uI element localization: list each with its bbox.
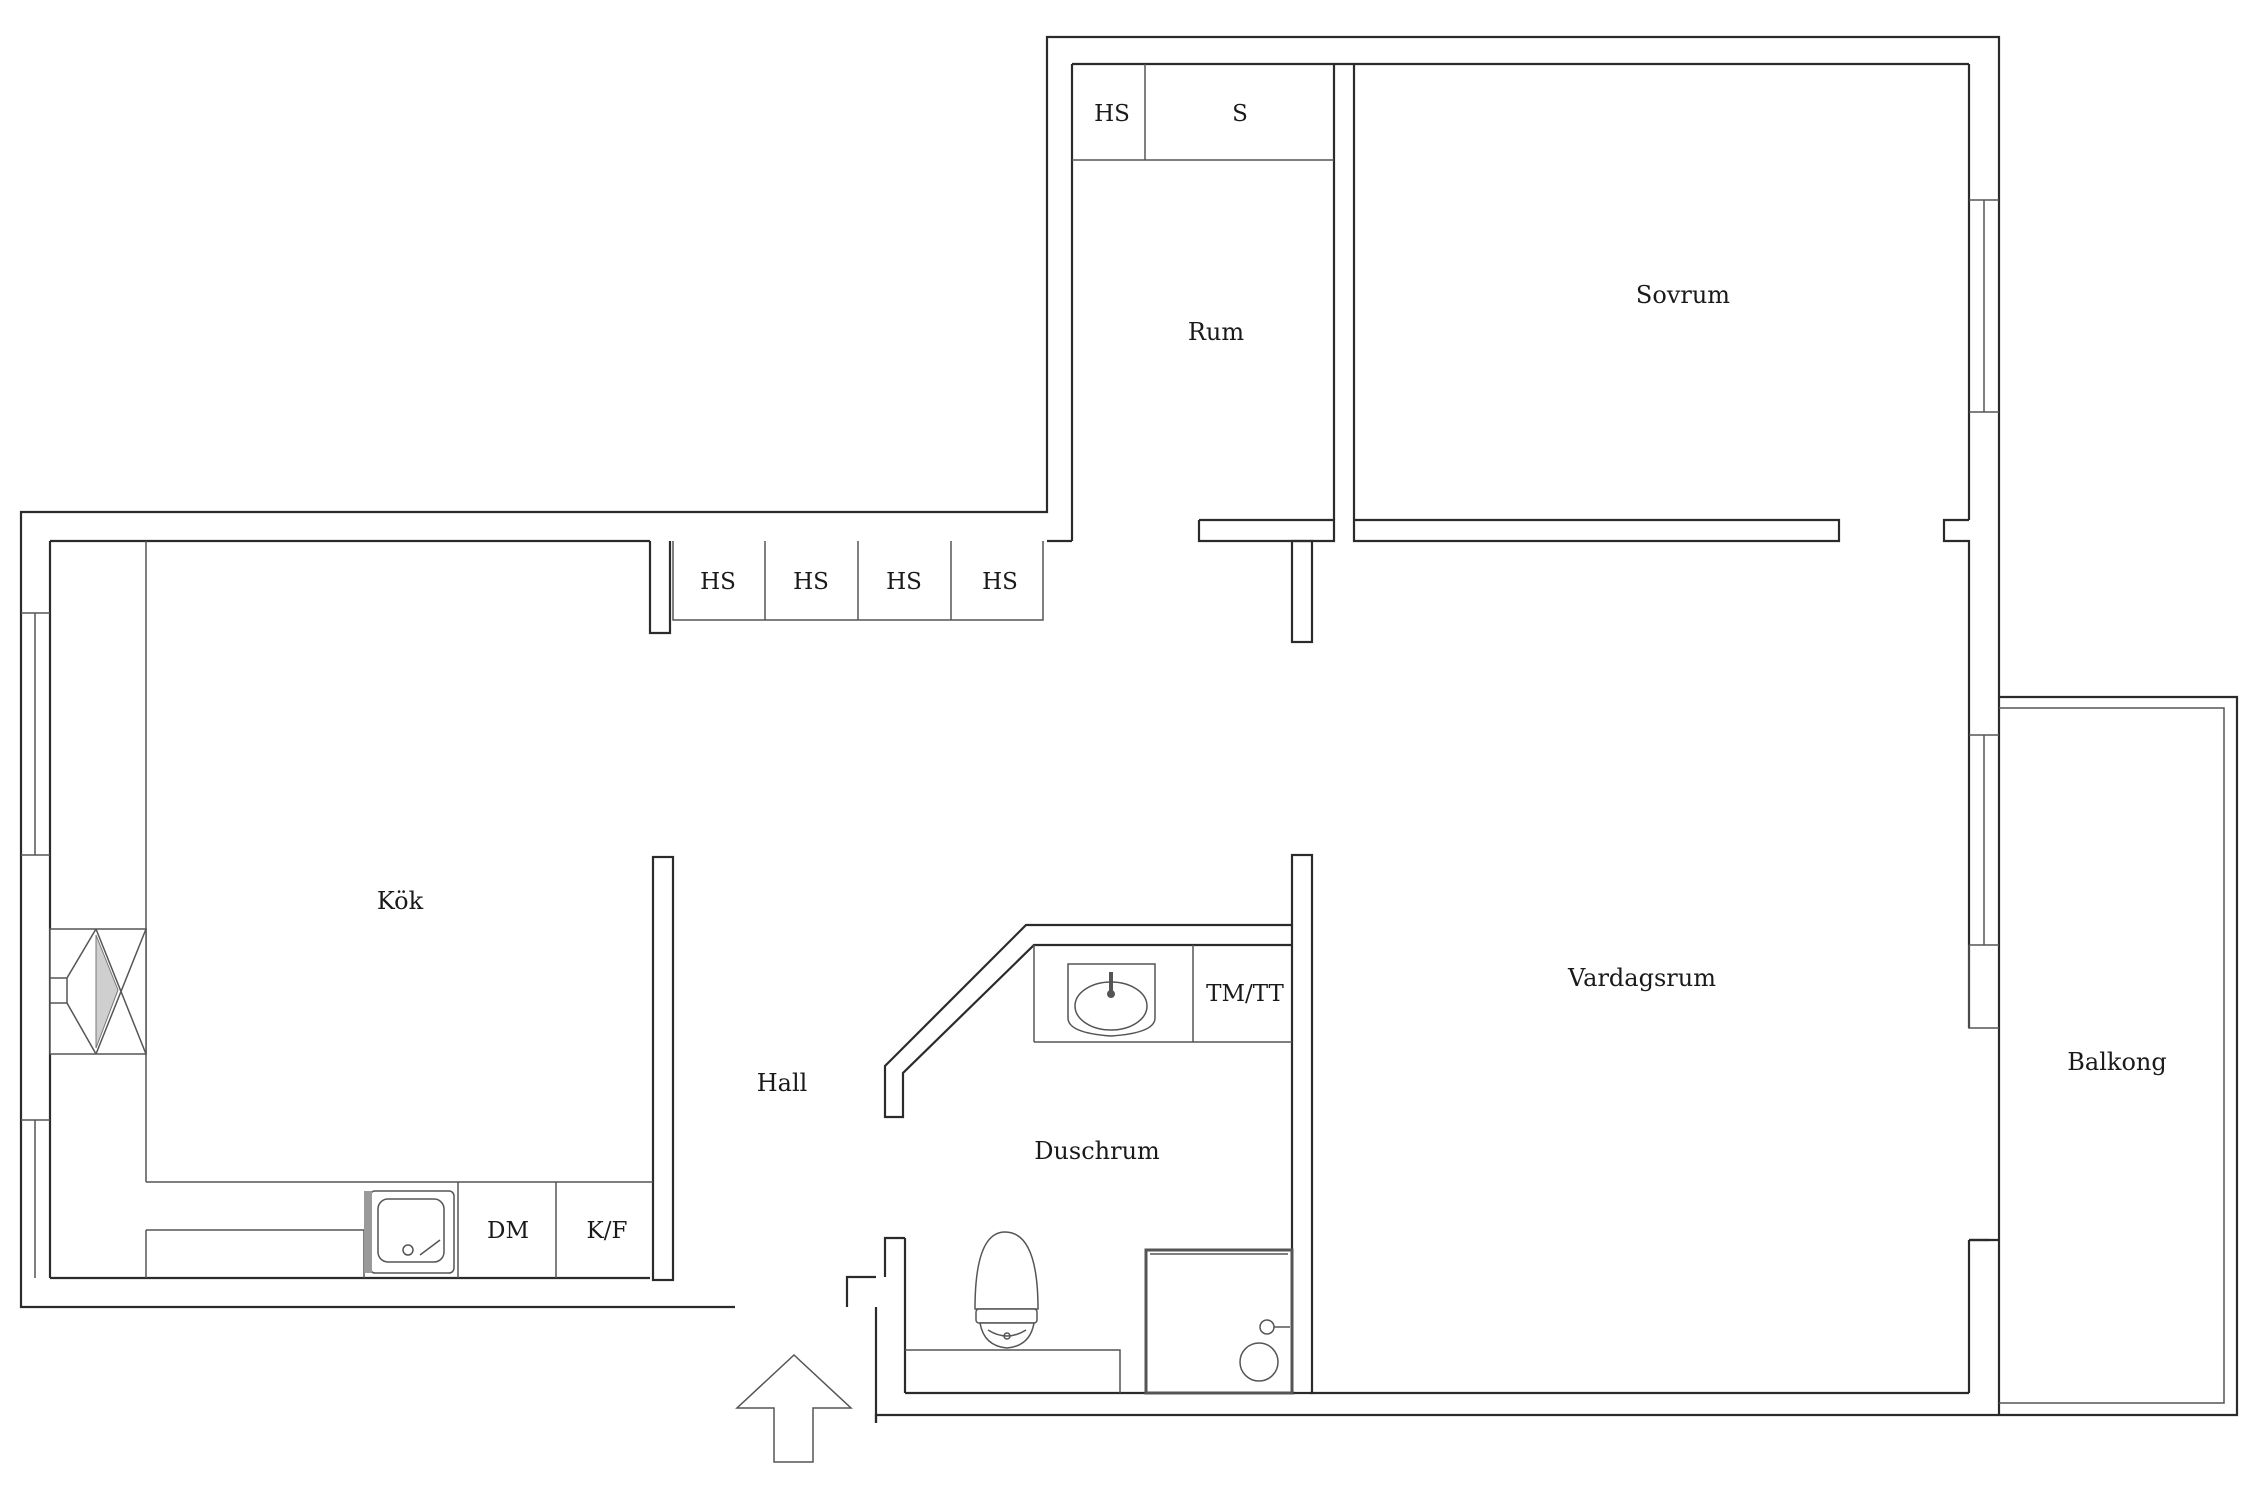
closet-label-hs-4: HS [982,569,1018,595]
labels: Sovrum Rum Kök Hall Duschrum Vardagsrum … [377,101,2167,1244]
kitchen-sink-icon [364,1190,455,1274]
closet-label-hs-3: HS [886,569,922,595]
room-label-rum: Rum [1188,318,1245,346]
interior-walls [651,64,1841,1395]
stove-hood-icon [49,928,147,1055]
closet-label-hs-2: HS [793,569,829,595]
closets [672,64,1334,621]
room-label-vardagsrum: Vardagsrum [1567,964,1716,992]
closet-label-hs-1: HS [700,569,736,595]
kitchen-fixtures [49,541,653,1278]
washer-dryer-label: TM/TT [1206,981,1284,1007]
closet-label-s-rum: S [1232,101,1248,127]
toilet-icon [974,1231,1039,1349]
bathroom-fixtures [905,945,1294,1395]
fridge-freezer-label: K/F [587,1218,628,1244]
washbasin-icon [1067,963,1156,1037]
room-label-duschrum: Duschrum [1034,1137,1160,1165]
entrance-arrow [735,1353,853,1463]
room-label-balkong: Balkong [2067,1048,2166,1076]
closet-label-hs-rum: HS [1094,101,1130,127]
room-label-sovrum: Sovrum [1636,281,1730,309]
windows [21,199,1999,1278]
room-label-hall: Hall [757,1069,808,1097]
shower-icon [1144,1248,1294,1395]
outer-walls [19,35,2239,1423]
balcony [1999,707,2225,1404]
room-label-kok: Kök [377,887,424,915]
dishwasher-label: DM [487,1218,529,1244]
